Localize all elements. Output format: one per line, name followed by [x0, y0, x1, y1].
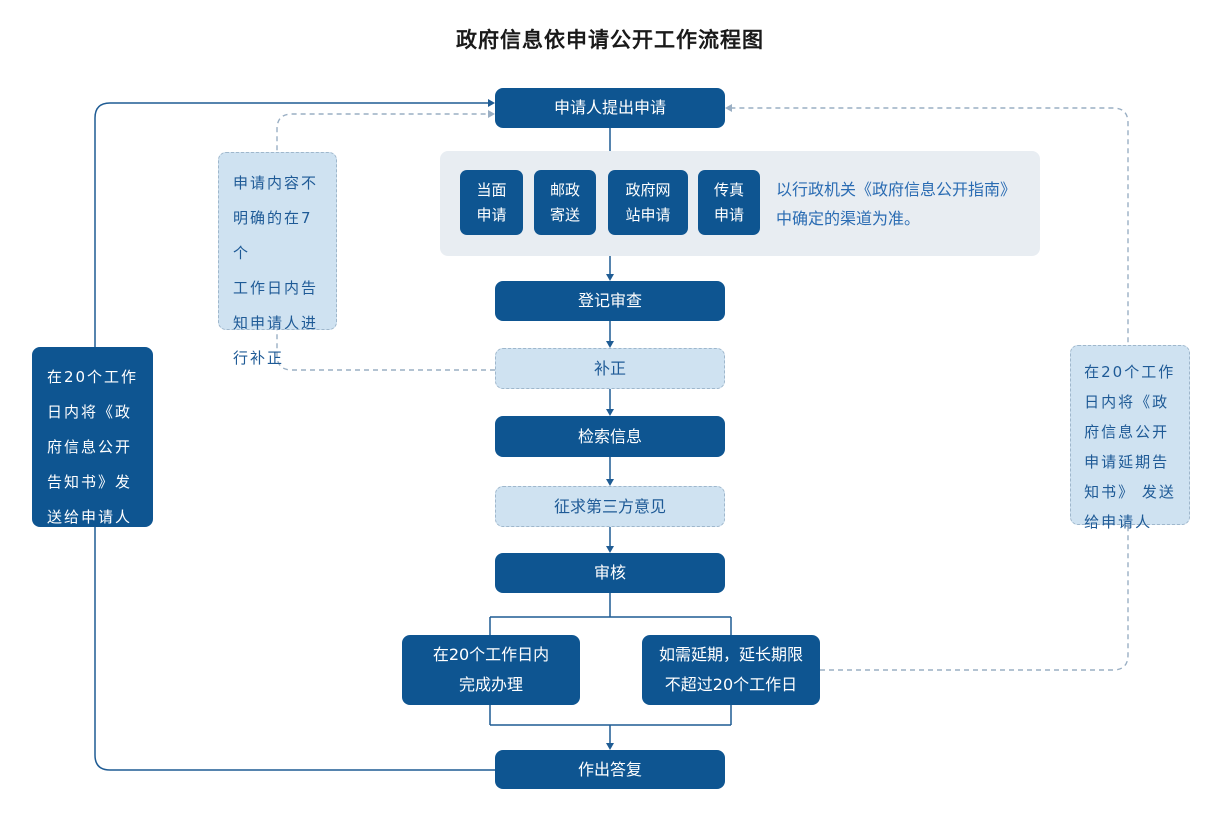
- node-channel-mail: 邮政 寄送: [534, 170, 596, 235]
- node-supplement: 补正: [495, 348, 725, 389]
- node-notice-within-20-days: 在20个工作 日内将《政 府信息公开 告知书》发 送给申请人: [32, 347, 153, 527]
- node-channel-inperson: 当面 申请: [460, 170, 523, 235]
- node-search: 检索信息: [495, 416, 725, 457]
- channel-note: 以行政机关《政府信息公开指南》 中确定的渠道为准。: [776, 180, 1017, 228]
- node-reply: 作出答复: [495, 750, 725, 789]
- node-register: 登记审查: [495, 281, 725, 321]
- note-extension-notice: 在20个工作 日内将《政 府信息公开 申请延期告 知书》 发送 给申请人: [1070, 345, 1190, 531]
- page-title: 政府信息依申请公开工作流程图: [456, 28, 764, 52]
- node-channel-website: 政府网 站申请: [608, 170, 688, 235]
- node-review: 审核: [495, 553, 725, 593]
- note-supplement-hint: 申请内容不 明确的在7个 工作日内告 知申请人进 行补正: [218, 152, 337, 367]
- node-channel-fax: 传真 申请: [698, 170, 760, 235]
- node-complete-within-20-days: 在20个工作日内 完成办理: [402, 635, 580, 705]
- node-apply: 申请人提出申请: [495, 88, 725, 128]
- node-third-party-opinion: 征求第三方意见: [495, 486, 725, 527]
- node-extension: 如需延期，延长期限 不超过20个工作日: [642, 635, 820, 705]
